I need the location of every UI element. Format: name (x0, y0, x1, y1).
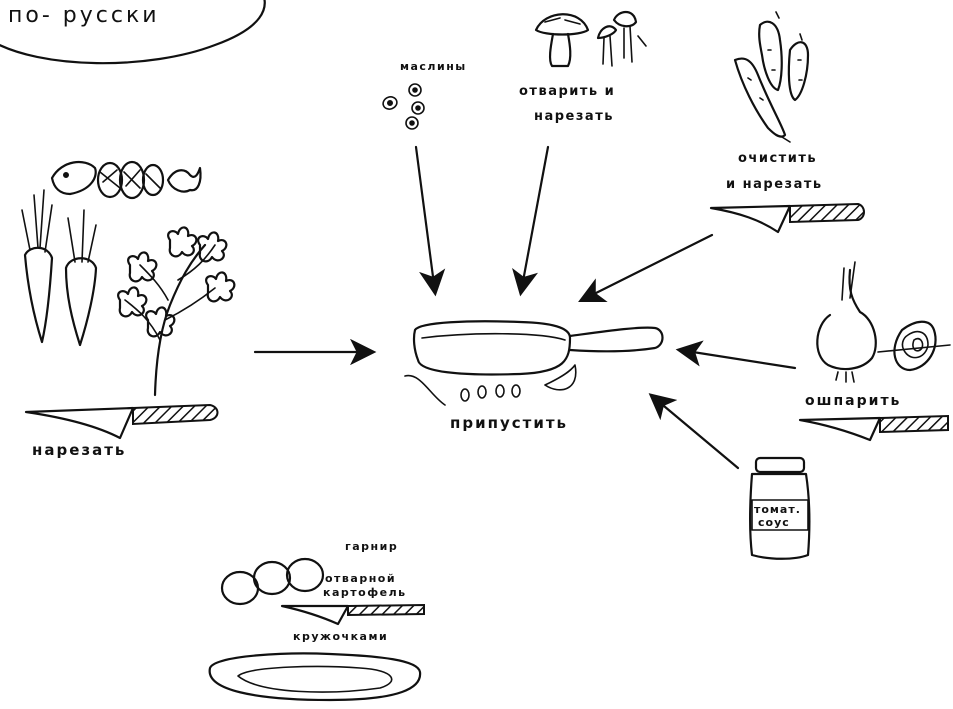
cucumbers-label-2: и нарезать (726, 177, 823, 192)
potatoes-illustration (220, 557, 325, 606)
mushrooms-illustration (534, 10, 647, 68)
parsley-illustration (117, 226, 236, 397)
fish-illustration (50, 160, 202, 200)
olives-illustration (382, 83, 425, 130)
olives-label: маслины (400, 60, 467, 73)
knife-icon (709, 202, 865, 234)
jar-label-1: томат. (754, 503, 801, 516)
mushrooms-label-1: отварить и (519, 84, 615, 99)
garnish-line-2: картофель (323, 586, 407, 599)
arrow-onion (675, 340, 797, 370)
arrows (253, 145, 797, 470)
tomato-jar-icon: томат. соус (749, 456, 811, 560)
knife-icon (798, 414, 949, 442)
onion-illustration (816, 261, 951, 383)
title-bubble: по- русски (0, 0, 266, 65)
arrow-jar (648, 393, 740, 470)
center-label: припустить (450, 414, 568, 432)
jar-label-2: соус (758, 516, 790, 529)
cucumbers-illustration (733, 11, 810, 143)
frying-pan (404, 320, 664, 406)
cucumbers-label-1: очистить (738, 151, 817, 166)
mushrooms-label-2: нарезать (534, 109, 614, 124)
arrow-mushrooms (512, 145, 550, 297)
arrow-cucumbers (578, 233, 714, 302)
title-text: по- русски (8, 3, 160, 28)
onion-label: ошпарить (805, 393, 901, 409)
knife-icon (24, 403, 219, 440)
garnish-line-1: отварной (325, 572, 396, 585)
garnish-cut: кружочками (293, 630, 388, 643)
garnish-title: гарнир (345, 540, 398, 553)
carrots-illustration (21, 189, 98, 347)
arrow-olives (414, 145, 446, 297)
knife-icon (280, 603, 425, 626)
plate-illustration (208, 652, 422, 702)
left-label: нарезать (32, 441, 126, 459)
